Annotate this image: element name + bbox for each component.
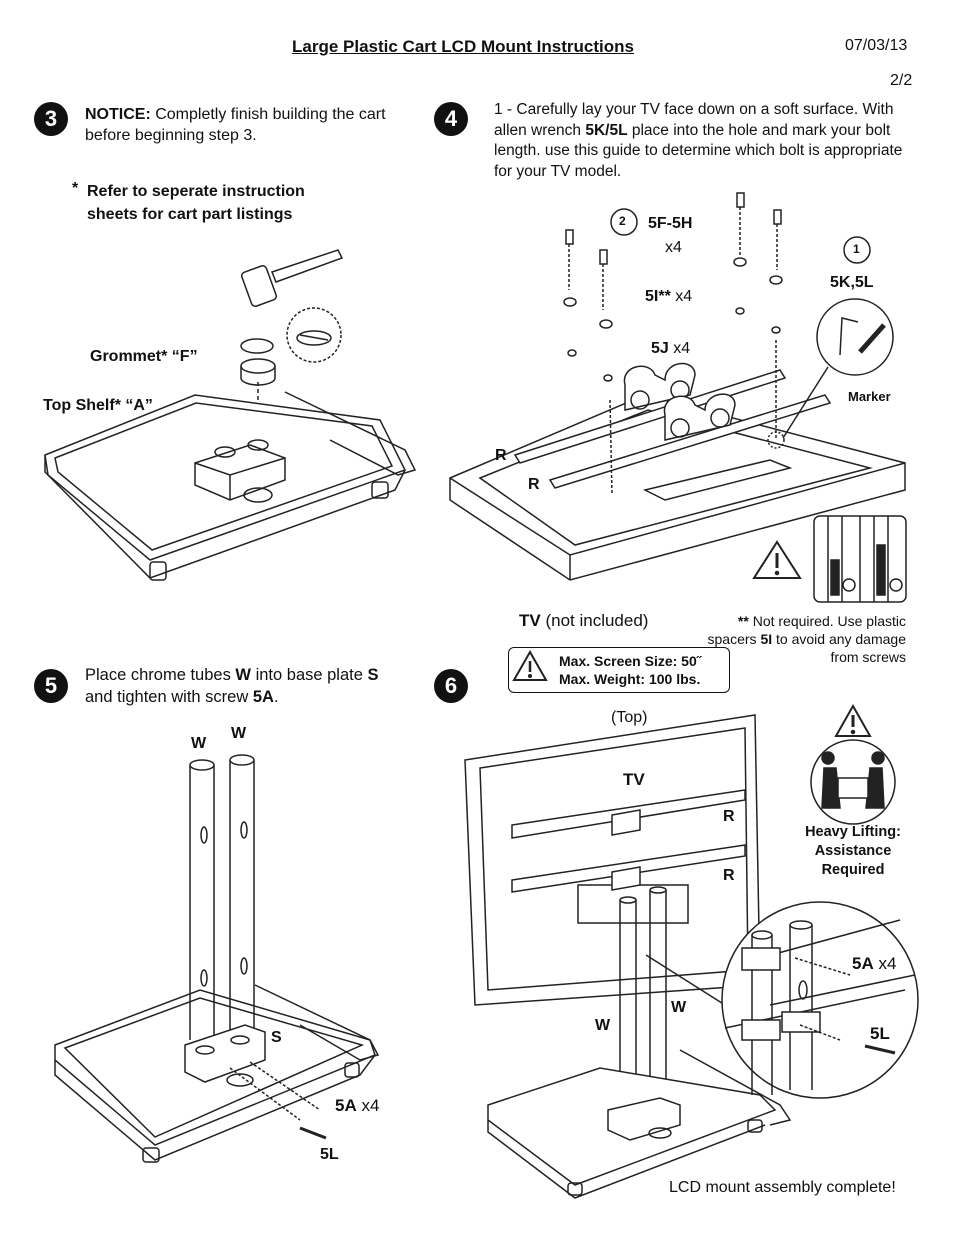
top-shelf-label: Top Shelf* “A” (43, 397, 153, 414)
step-5-instructions: Place chrome tubes W into base plate S a… (85, 664, 385, 708)
tube-label-w2: W (231, 725, 247, 742)
tubes-drawing (184, 754, 327, 1140)
document-date: 07/03/13 (845, 37, 908, 54)
step-5-text-a: Place chrome tubes (85, 666, 236, 684)
step-5-plate-part: S (367, 666, 379, 684)
step-6-tv-label: TV (623, 770, 645, 789)
callout-circle-1 (843, 236, 871, 264)
heavy-lifting-note: Heavy Lifting: Assistance Required (793, 823, 913, 880)
step-3-badge: 3 (34, 102, 68, 136)
tv-label: TV (519, 611, 541, 630)
grommet-icon (240, 358, 276, 386)
part-5j-label: 5J (651, 340, 669, 357)
callout-1-number: 1 (853, 242, 860, 256)
max-size-warning-box: Max. Screen Size: 50˝ Max. Weight: 100 l… (508, 647, 730, 693)
marker-label: Marker (848, 389, 891, 404)
bolts-drawing (563, 192, 783, 496)
part-5f-5h: 5F-5H (648, 215, 693, 232)
step-6-rail-r2: R (723, 867, 735, 884)
spacer-note-star: ** (737, 613, 749, 629)
tv-note: (not included) (540, 611, 649, 630)
document-title: Large Plastic Cart LCD Mount Instruction… (292, 37, 634, 56)
step-5-part-5l: 5L (320, 1146, 339, 1163)
callout-2-number: 2 (619, 214, 626, 228)
step-4-text-a: 1 - Carefully lay your TV face down on a… (494, 101, 894, 139)
heavy-lifting-line-2: Assistance (814, 843, 892, 859)
step-5-text-c: into base plate (251, 666, 368, 684)
page-number: 2/2 (890, 72, 913, 89)
rail-label-r1: R (495, 447, 507, 464)
spacer-note-c: to avoid any damage from screws (772, 631, 906, 665)
marker-detail-icon (767, 298, 894, 449)
step-6-part-5a: 5A x4 (852, 953, 896, 974)
top-orientation-label: (Top) (611, 709, 648, 726)
step-3-notice: NOTICE: Completly finish building the ca… (85, 104, 395, 146)
mount-rails-drawing (513, 362, 832, 489)
step-6-part-5a-qty: x4 (873, 954, 897, 973)
max-weight: Max. Weight: 100 lbs. (559, 671, 701, 687)
notice-text: Completly finish building the cart befor… (85, 106, 386, 144)
part-5j-qty: x4 (668, 340, 691, 357)
top-shelf-drawing (44, 391, 417, 581)
max-screen-size: Max. Screen Size: 50˝ (559, 653, 702, 669)
tv-not-included: TV (not included) (519, 610, 648, 631)
heavy-lifting-warning-icon (834, 703, 872, 737)
step-6-part-5l: 5L (870, 1024, 890, 1043)
notice-label: NOTICE: (85, 106, 151, 123)
part-5i: 5I** x4 (645, 286, 692, 307)
spacer-note: ** Not required. Use plastic spacers 5I … (706, 612, 906, 666)
step-4-badge: 4 (434, 102, 468, 136)
callout-circle-2 (610, 208, 638, 236)
step-5-part-5a-label: 5A (335, 1096, 357, 1115)
step-4-instructions: 1 - Carefully lay your TV face down on a… (494, 100, 924, 182)
step-6-badge: 6 (434, 669, 468, 703)
stand-drawing (487, 886, 792, 1199)
spacer-note-a: Not required. Use plastic spacers (707, 613, 906, 647)
grommet-ring-icon (240, 338, 274, 354)
heavy-lifting-line-1: Heavy Lifting: (805, 824, 901, 840)
step-5-part-5a-qty: x4 (356, 1096, 380, 1115)
step-6-rail-r1: R (723, 808, 735, 825)
refer-star: * (72, 180, 79, 197)
part-5f-5h-qty: x4 (665, 239, 682, 256)
refer-note: Refer to seperate instruction sheets for… (87, 183, 305, 223)
max-size-warning-icon (512, 649, 548, 681)
warning-icon (752, 540, 802, 579)
zoom-detail-drawing (645, 901, 919, 1099)
part-5i-qty: x4 (670, 288, 693, 305)
tv-upright-drawing (464, 714, 761, 1006)
step-6-tube-w2: W (671, 999, 687, 1016)
base-plate-label-s: S (271, 1029, 282, 1046)
step-4-text-c: place into the hole and mark your bolt l… (494, 121, 903, 180)
step-6-part-5a-label: 5A (852, 954, 874, 973)
completion-message: LCD mount assembly complete! (669, 1179, 896, 1196)
step-5-part-5a: 5A x4 (335, 1095, 379, 1116)
part-5j: 5J x4 (651, 338, 690, 359)
step-6-tube-w1: W (595, 1017, 611, 1034)
step-5-badge: 5 (34, 669, 68, 703)
step-5-text-g: . (273, 688, 279, 706)
spacer-part: 5I (760, 631, 773, 647)
step-5-tube-part: W (235, 666, 251, 684)
part-5k-5l: 5K,5L (830, 274, 874, 291)
step-5-screw-part: 5A (252, 688, 274, 706)
part-5i-label: 5I** (645, 288, 671, 305)
bolt-length-detail-icon (813, 515, 907, 603)
two-person-lift-icon (810, 739, 896, 825)
tube-label-w1: W (191, 735, 207, 752)
step-5-text-e: and tighten with screw (85, 688, 253, 706)
allen-wrench-part: 5K/5L (585, 121, 628, 139)
hammer-icon (241, 249, 344, 307)
grommet-label: Grommet* “F” (90, 348, 198, 365)
grommet-detail-icon (286, 307, 342, 363)
heavy-lifting-line-3: Required (821, 862, 885, 878)
rail-label-r2: R (528, 476, 540, 493)
